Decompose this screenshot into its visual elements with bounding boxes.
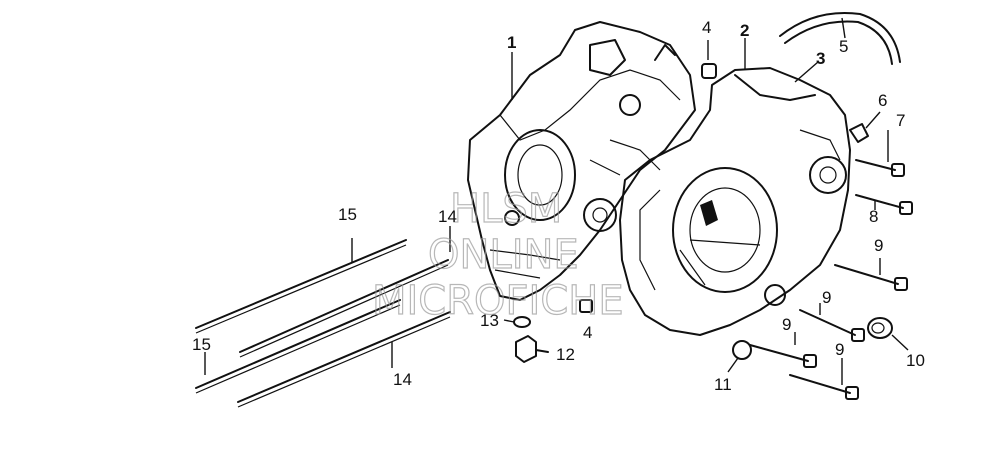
- label-part-3: 3: [816, 49, 825, 68]
- label-part-10: 10: [906, 351, 925, 370]
- dowel-pin-upper: [701, 63, 717, 79]
- stud-part-15-lower: [195, 299, 401, 394]
- bolt-part-9a: [834, 264, 908, 291]
- label-part-5: 5: [839, 37, 848, 56]
- clip-part-6: [849, 123, 869, 143]
- bolt-part-9c: [749, 344, 817, 368]
- label-part-14-upper: 14: [438, 207, 457, 226]
- leader-10: [891, 334, 909, 351]
- tube-part-5: [779, 11, 901, 65]
- label-part-12: 12: [556, 345, 575, 364]
- leader-13: [503, 319, 515, 323]
- label-part-6: 6: [878, 91, 887, 110]
- stud-part-14-upper: [239, 259, 449, 358]
- drain-bolt-part-12: [515, 335, 549, 363]
- bolt-part-9d: [789, 374, 859, 400]
- label-part-4-lower: 4: [583, 323, 592, 342]
- right-crankcase: [619, 67, 851, 360]
- label-part-7: 7: [896, 111, 905, 130]
- bolt-part-8: [855, 194, 913, 215]
- watermark: HLSM ONLINE MICROFICHE: [371, 185, 624, 324]
- part-labels: 1 2 3 4 4 5 6 7 8 9 9 9 9 10 11 12 13 14…: [192, 18, 925, 394]
- label-part-9-d: 9: [835, 340, 844, 359]
- label-part-15-lower: 15: [192, 335, 211, 354]
- label-part-2: 2: [740, 21, 749, 40]
- seal-part-10: [867, 317, 893, 339]
- watermark-line-1: HLSM: [450, 186, 562, 232]
- label-part-4-upper: 4: [702, 18, 711, 37]
- stud-part-15-upper: [195, 239, 407, 334]
- leader-5: [841, 17, 846, 39]
- label-part-9-a: 9: [874, 236, 883, 255]
- bolt-part-9b: [799, 309, 865, 342]
- label-part-13: 13: [480, 311, 499, 330]
- label-part-9-c: 9: [782, 315, 791, 334]
- label-part-14-lower: 14: [393, 370, 412, 389]
- leader-11: [727, 357, 739, 373]
- bolt-part-7: [855, 159, 905, 177]
- label-part-9-b: 9: [822, 288, 831, 307]
- label-part-1: 1: [507, 33, 516, 52]
- leader-6: [865, 111, 881, 129]
- watermark-line-2: ONLINE: [428, 232, 579, 278]
- dowel-pin-lower: [579, 299, 593, 313]
- stud-part-14-lower: [237, 311, 451, 408]
- leader-3: [794, 61, 819, 83]
- label-part-15-upper: 15: [338, 205, 357, 224]
- label-part-11: 11: [714, 375, 732, 394]
- label-part-8: 8: [869, 207, 878, 226]
- left-crankcase: [467, 21, 696, 301]
- watermark-line-3: MICROFICHE: [372, 278, 624, 324]
